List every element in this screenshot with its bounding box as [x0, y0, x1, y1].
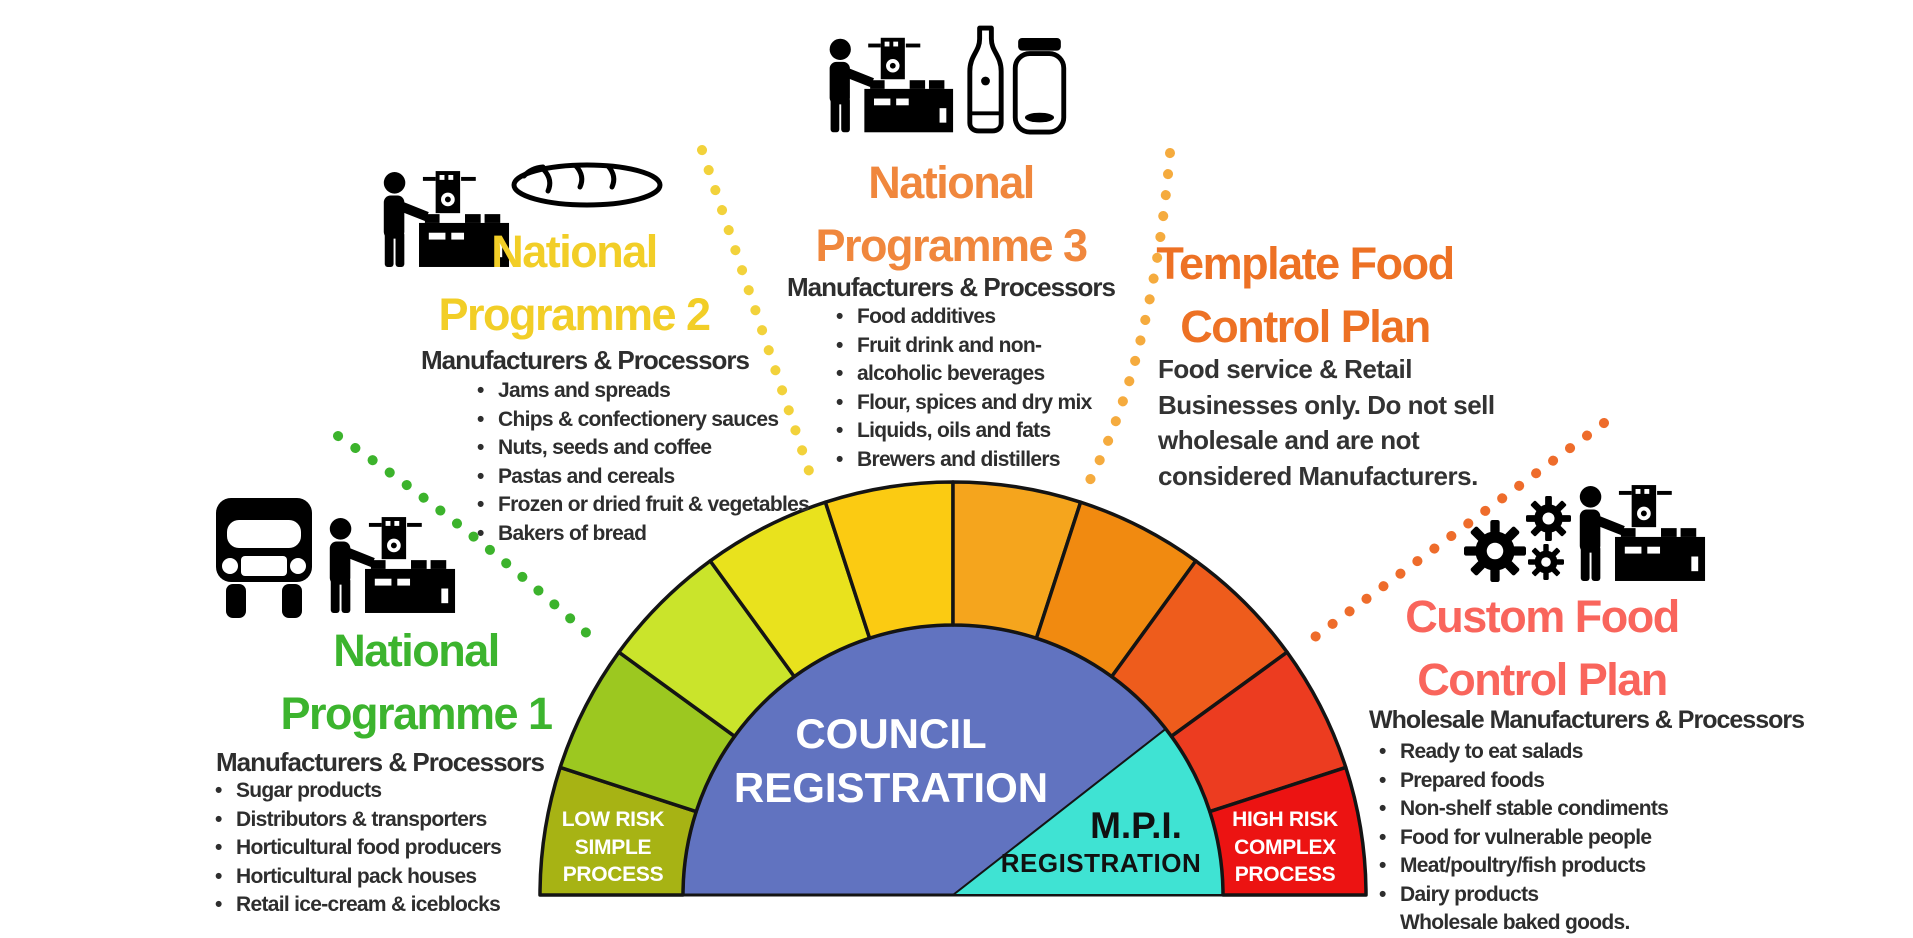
list-item: Retail ice-cream & iceblocks: [212, 891, 592, 920]
jar-icon: [1015, 38, 1064, 132]
np1-title-line1: National: [333, 625, 500, 676]
gears-icon: [1528, 544, 1564, 580]
truck-icon: [216, 498, 312, 618]
np1-item-list: Sugar products Distributors & transporte…: [212, 777, 592, 920]
worker-counter-icon: [829, 37, 954, 133]
high-risk-label: HIGH RISK COMPLEX PROCESS: [1185, 806, 1385, 889]
np1-title: National Programme 1: [166, 619, 666, 745]
list-item: Frozen or dried fruit & vegetables: [474, 491, 894, 520]
custom-title: Custom Food Control Plan: [1292, 585, 1792, 711]
section-custom-food-control-plan: Custom Food Control Plan: [1292, 585, 1792, 711]
gears-icon: [1526, 496, 1571, 541]
np2-item-list: Jams and spreads Chips & confectionery s…: [474, 377, 894, 548]
high-risk-line2: COMPLEX: [1234, 835, 1336, 859]
section-national-programme-1: National Programme 1: [166, 619, 666, 745]
template-title: Template Food Control Plan: [1055, 232, 1555, 358]
dotted-connector-np1: [333, 431, 597, 643]
np2-title-line2: Programme 2: [438, 289, 711, 340]
list-item: Ready to eat salads: [1376, 738, 1876, 767]
np1-subtitle: Manufacturers & Processors: [215, 747, 545, 777]
list-item: Prepared foods: [1376, 767, 1876, 796]
list-item: Fruit drink and non-: [833, 332, 1193, 361]
np1-title-line2: Programme 1: [280, 688, 553, 739]
council-label-line1: COUNCIL: [795, 710, 987, 757]
custom-title-line1: Custom Food: [1405, 591, 1680, 642]
list-item: Pastas and cereals: [474, 463, 894, 492]
np3-item-list: Food additives Fruit drink and non- alco…: [833, 303, 1193, 474]
low-risk-line1: LOW RISK: [561, 808, 665, 831]
high-risk-line1: HIGH RISK: [1232, 808, 1338, 831]
list-item: Dairy products: [1376, 881, 1876, 910]
gears-icon: [1464, 520, 1526, 582]
np3-title: National Programme 3: [701, 151, 1201, 277]
template-body-line: Businesses only. Do not sell: [1158, 389, 1495, 420]
custom-title-line2: Control Plan: [1417, 654, 1668, 705]
np2-title: National Programme 2: [324, 220, 824, 346]
bread-icon: [514, 165, 660, 205]
high-risk-line3: PROCESS: [1234, 863, 1336, 886]
dotted-connector-custom: [1295, 418, 1609, 653]
list-item: Sugar products: [212, 777, 592, 806]
section-national-programme-3: National Programme 3: [701, 151, 1201, 277]
list-item: Distributors & transporters: [212, 806, 592, 835]
worker-counter-icon: [1579, 485, 1706, 581]
worker-counter-icon: [329, 517, 456, 613]
list-item: Meat/poultry/fish products: [1376, 852, 1876, 881]
council-label-line2: REGISTRATION: [733, 764, 1049, 811]
mpi-label: M.P.I.: [1090, 805, 1182, 846]
council-registration-label: COUNCIL REGISTRATION: [691, 707, 1091, 815]
list-item: Jams and spreads: [474, 377, 894, 406]
template-body-line: wholesale and are not: [1158, 425, 1420, 455]
low-risk-label: LOW RISK SIMPLE PROCESS: [513, 806, 713, 889]
list-item: Food for vulnerable people: [1376, 824, 1876, 853]
template-body-line: considered Manufacturers.: [1158, 460, 1478, 491]
low-risk-line2: SIMPLE: [574, 835, 652, 859]
custom-subtitle: Wholesale Manufacturers & Processors: [1369, 706, 1805, 734]
list-item: Nuts, seeds and coffee: [474, 434, 894, 463]
mpi-registration-label: REGISTRATION: [1000, 848, 1202, 878]
np3-title-line2: Programme 3: [815, 220, 1088, 271]
list-item: Wholesale baked goods.: [1400, 911, 1630, 934]
template-body-line: Food service & Retail: [1158, 354, 1412, 384]
list-item: Bakers of bread: [474, 520, 894, 549]
template-title-line1: Template Food: [1156, 238, 1455, 289]
template-body: Food service & Retail Businesses only. D…: [1158, 352, 1588, 494]
custom-item-list: Ready to eat salads Prepared foods Non-s…: [1376, 738, 1876, 938]
bottle-icon: [970, 28, 1001, 131]
list-item: Food additives: [833, 303, 1193, 332]
list-item: Non-shelf stable condiments: [1376, 795, 1876, 824]
np2-subtitle: Manufacturers & Processors: [420, 345, 750, 375]
list-item: Chips & confectionery sauces: [474, 406, 894, 435]
np2-title-line1: National: [491, 226, 658, 277]
np3-subtitle: Manufacturers & Processors: [786, 272, 1116, 302]
low-risk-line3: PROCESS: [562, 863, 664, 886]
list-item: alcoholic beverages: [833, 360, 1193, 389]
section-template-food-control-plan: Template Food Control Plan: [1055, 232, 1555, 358]
list-item: Horticultural pack houses: [212, 863, 592, 892]
np3-title-line1: National: [868, 157, 1035, 208]
section-national-programme-2: National Programme 2: [324, 220, 824, 346]
template-title-line2: Control Plan: [1180, 301, 1431, 352]
risk-segment-10: [1208, 765, 1368, 897]
list-item: Horticultural food producers: [212, 834, 592, 863]
